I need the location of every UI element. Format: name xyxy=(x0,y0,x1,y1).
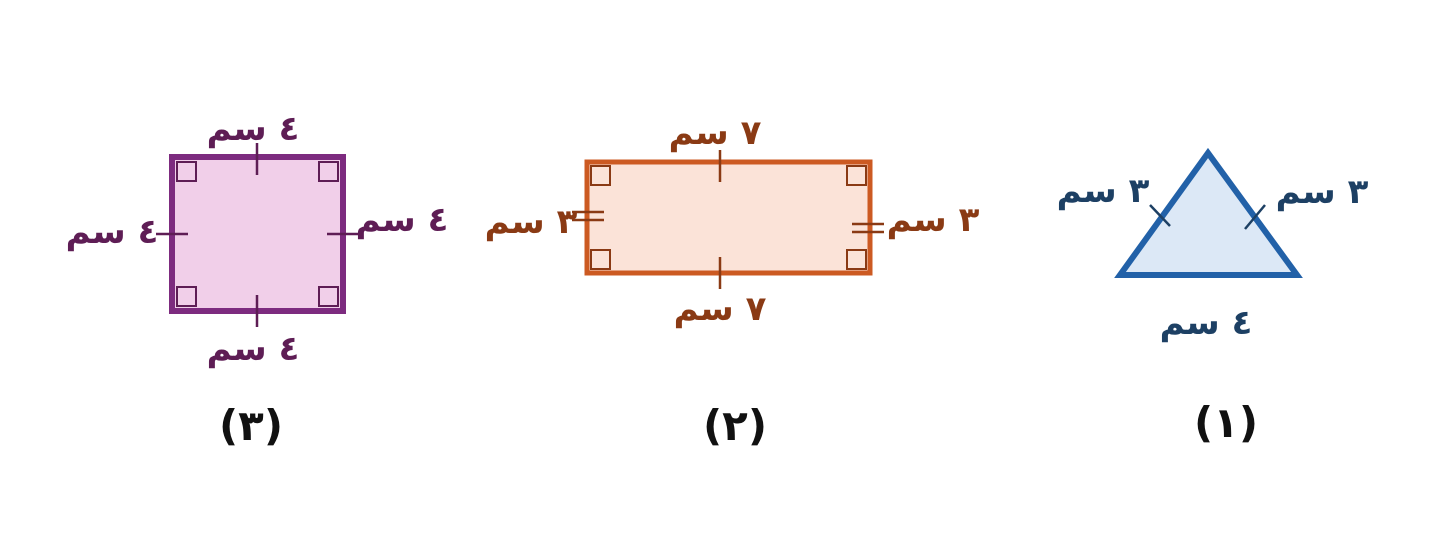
square-left-side-label: ٤ سم xyxy=(66,212,159,252)
square-top-side-label: ٤ سم xyxy=(207,109,300,149)
tick-mark xyxy=(1244,204,1266,230)
right-angle-marker xyxy=(318,161,339,182)
square-right-angle-markers xyxy=(176,161,339,307)
triangle-right-side-label: ٣ سم xyxy=(1276,172,1369,212)
rectangle-bottom-side-label: ٧ سم xyxy=(674,289,767,329)
square-figure: ٤ سم ٤ سم ٤ سم ٤ سم (٣) xyxy=(66,109,449,450)
rectangle-tick-marks xyxy=(572,150,884,289)
rectangle-caption: (٢) xyxy=(703,401,767,450)
triangle-body xyxy=(1114,147,1303,278)
right-angle-marker xyxy=(176,286,197,307)
square-bottom-side-label: ٤ سم xyxy=(207,329,300,369)
square-tick-marks xyxy=(156,143,359,327)
rectangle-figure: ٧ سم ٧ سم ٣ سم ٣ سم (٢) xyxy=(485,113,980,450)
rectangle-left-side-label: ٣ سم xyxy=(485,202,578,242)
right-angle-marker xyxy=(846,165,867,186)
right-angle-marker xyxy=(318,286,339,307)
right-angle-marker xyxy=(176,161,197,182)
square-right-side-label: ٤ سم xyxy=(356,200,449,240)
square-caption: (٣) xyxy=(219,401,283,450)
rectangle-right-side-label: ٣ سم xyxy=(887,200,980,240)
triangle-figure: ٣ سم ٣ سم ٤ سم (١) xyxy=(1057,147,1369,447)
square-body xyxy=(169,154,346,314)
tick-mark xyxy=(1149,204,1171,227)
triangle-left-side-label: ٣ سم xyxy=(1057,171,1150,211)
right-angle-marker xyxy=(846,249,867,270)
triangle-base-label: ٤ سم xyxy=(1160,303,1253,343)
rectangle-body xyxy=(584,159,873,276)
right-angle-marker xyxy=(590,165,611,186)
right-angle-marker xyxy=(590,249,611,270)
triangle-tick-marks xyxy=(1149,204,1266,230)
rectangle-top-side-label: ٧ سم xyxy=(669,113,762,153)
triangle-caption: (١) xyxy=(1194,398,1258,447)
rectangle-right-angle-markers xyxy=(590,165,867,270)
